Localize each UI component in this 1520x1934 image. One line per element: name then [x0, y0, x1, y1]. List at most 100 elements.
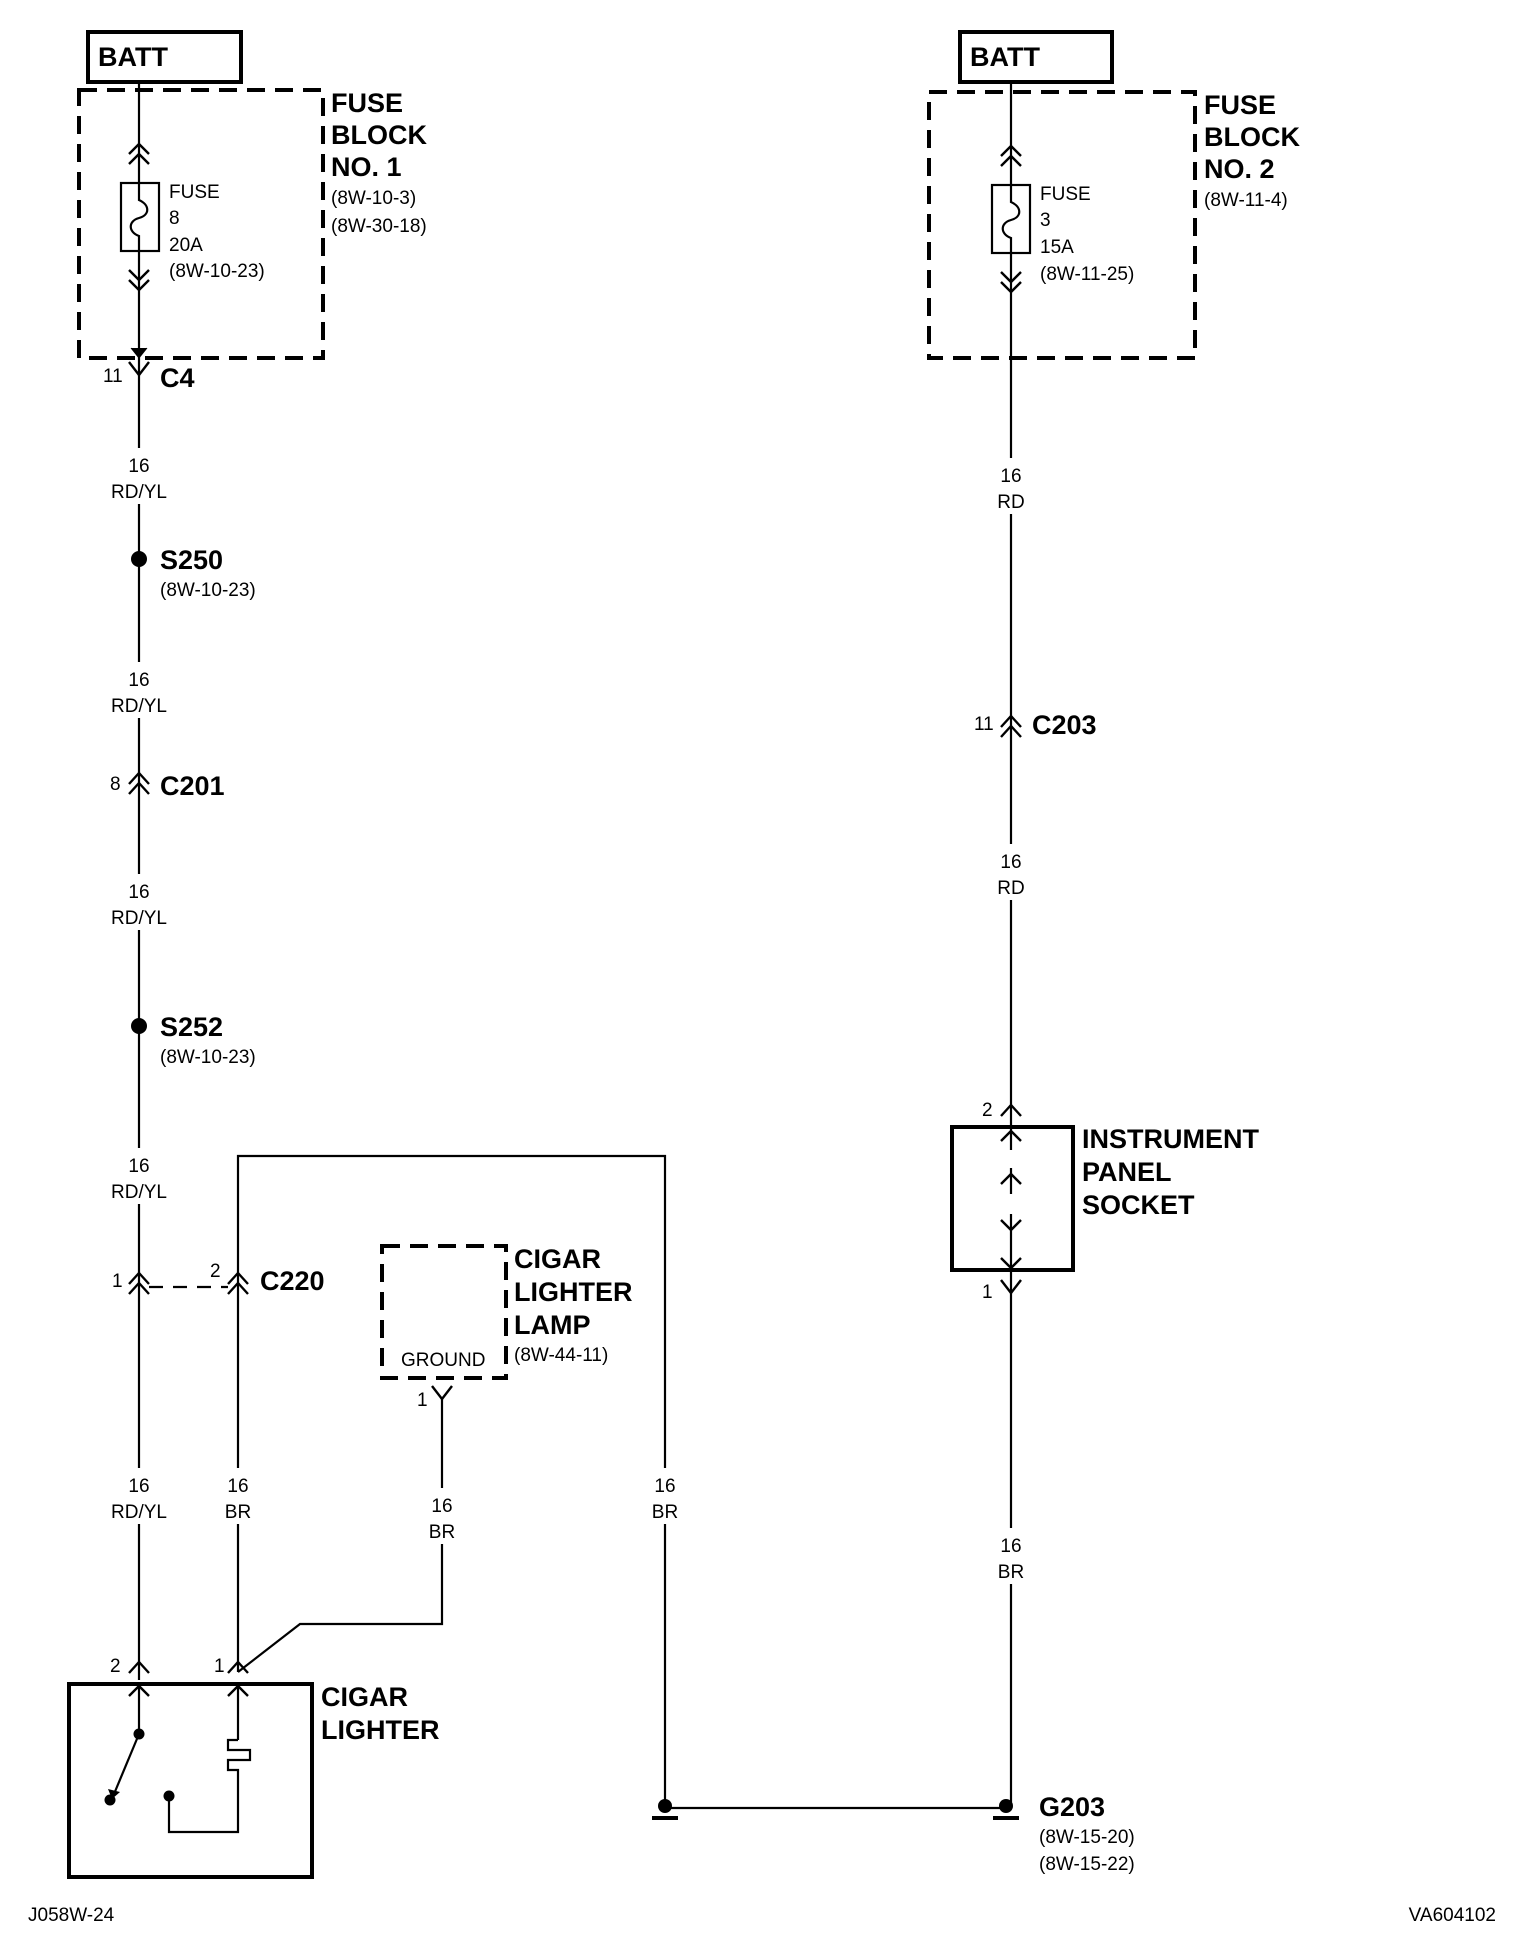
g203-ground-dot	[999, 1799, 1013, 1813]
cigar-lighter-title: CIGAR LIGHTER	[321, 1682, 440, 1745]
lamp-ground-wire	[237, 1399, 444, 1673]
socket-pin-bottom: 1	[982, 1282, 993, 1303]
fuse-8-label: FUSE 8 20A (8W-10-23)	[169, 182, 265, 282]
s252-splice-dot	[131, 1018, 147, 1034]
svg-text:16: 16	[1000, 1536, 1021, 1557]
svg-text:15A: 15A	[1040, 237, 1074, 258]
c201-connector-symbol	[128, 771, 150, 795]
svg-text:FUSE: FUSE	[1040, 184, 1091, 205]
svg-text:BR: BR	[225, 1502, 251, 1523]
svg-text:NO. 2: NO. 2	[1204, 154, 1275, 184]
svg-text:RD/YL: RD/YL	[111, 1502, 167, 1523]
svg-text:20A: 20A	[169, 235, 203, 256]
svg-text:16: 16	[1000, 466, 1021, 487]
wire-label-5: 16 RD/YL	[108, 1468, 170, 1524]
svg-text:LIGHTER: LIGHTER	[514, 1277, 633, 1307]
s250-label: S250	[160, 545, 223, 575]
ground-left-dot	[658, 1799, 672, 1813]
svg-text:3: 3	[1040, 210, 1051, 231]
c201-label: C201	[160, 771, 225, 801]
left-batt-box	[86, 30, 243, 84]
lighter-switch-arm	[112, 1733, 141, 1795]
wire-label-8: 16 BR	[639, 1468, 691, 1524]
svg-text:RD: RD	[997, 492, 1024, 513]
c220-pin1-symbol	[128, 1271, 150, 1295]
cigar-lighter-lamp-title: CIGAR LIGHTER LAMP (8W-44-11)	[514, 1244, 633, 1366]
wire-label-9: 16 RD	[985, 458, 1037, 514]
instrument-panel-socket-box	[950, 1125, 1075, 1272]
lighter-heating-element	[226, 1738, 252, 1776]
c203-label: C203	[1032, 710, 1097, 740]
svg-text:LAMP: LAMP	[514, 1310, 591, 1340]
right-batt-label: BATT	[970, 42, 1040, 72]
lighter-pin2-symbol	[128, 1660, 150, 1674]
svg-text:(8W-10-3): (8W-10-3)	[331, 188, 416, 209]
svg-text:16: 16	[128, 1156, 149, 1177]
svg-text:FUSE: FUSE	[1204, 90, 1276, 120]
wire-label-6: 16 BR	[212, 1468, 264, 1524]
socket-pin-top: 2	[982, 1100, 993, 1121]
lighter-switch-contact-left	[104, 1794, 116, 1806]
svg-text:BR: BR	[998, 1562, 1024, 1583]
svg-text:16: 16	[128, 882, 149, 903]
svg-text:FUSE: FUSE	[169, 182, 220, 203]
wire-label-11: 16 BR	[985, 1528, 1037, 1584]
svg-text:16: 16	[1000, 852, 1021, 873]
c220-pin-right: 2	[210, 1261, 221, 1282]
svg-text:BLOCK: BLOCK	[331, 120, 427, 150]
c203-connector-symbol	[1000, 714, 1022, 738]
lamp-pin: 1	[417, 1390, 428, 1411]
footer-right-code: VA604102	[1409, 1905, 1496, 1926]
svg-text:RD/YL: RD/YL	[111, 482, 167, 503]
svg-text:SOCKET: SOCKET	[1082, 1190, 1195, 1220]
c201-pin: 8	[110, 774, 121, 795]
cigar-lighter-box	[67, 1682, 314, 1879]
svg-text:RD/YL: RD/YL	[111, 1182, 167, 1203]
svg-text:RD/YL: RD/YL	[111, 908, 167, 929]
c4-label: C4	[160, 363, 195, 393]
svg-text:PANEL: PANEL	[1082, 1157, 1172, 1187]
svg-text:CIGAR: CIGAR	[514, 1244, 601, 1274]
fuse-3-label: FUSE 3 15A (8W-11-25)	[1040, 184, 1134, 285]
fuse-block-2-title: FUSE BLOCK NO. 2 (8W-11-4)	[1204, 90, 1300, 211]
fuse-block-2-box	[927, 90, 1197, 360]
g203-label: G203	[1039, 1792, 1105, 1822]
g203-ref-1: (8W-15-20)	[1039, 1827, 1135, 1848]
svg-text:16: 16	[128, 1476, 149, 1497]
socket-pin1-symbol	[1000, 1279, 1022, 1295]
lighter-pin-left: 2	[110, 1656, 121, 1677]
svg-text:8: 8	[169, 208, 180, 229]
svg-text:(8W-11-25): (8W-11-25)	[1040, 264, 1134, 285]
svg-text:16: 16	[128, 670, 149, 691]
svg-text:BR: BR	[652, 1502, 678, 1523]
lighter-pin-right: 1	[214, 1656, 225, 1677]
svg-text:16: 16	[654, 1476, 675, 1497]
svg-text:BLOCK: BLOCK	[1204, 122, 1300, 152]
svg-text:RD: RD	[997, 878, 1024, 899]
wire-label-4: 16 RD/YL	[108, 1148, 170, 1204]
svg-text:BR: BR	[429, 1522, 455, 1543]
s252-label: S252	[160, 1012, 223, 1042]
lighter-pin1-symbol	[227, 1660, 249, 1674]
svg-text:16: 16	[431, 1496, 452, 1517]
fuse-block-1-box	[77, 88, 325, 360]
c4-pin: 11	[103, 366, 123, 387]
svg-text:(8W-10-23): (8W-10-23)	[169, 261, 265, 282]
c220-pin-left: 1	[112, 1271, 123, 1292]
s250-ref: (8W-10-23)	[160, 580, 256, 601]
svg-text:16: 16	[227, 1476, 248, 1497]
socket-pin2-symbol	[1000, 1103, 1022, 1117]
svg-text:FUSE: FUSE	[331, 88, 403, 118]
wire-label-3: 16 RD/YL	[108, 874, 170, 930]
svg-text:(8W-30-18): (8W-30-18)	[331, 216, 427, 237]
right-batt-box	[958, 30, 1114, 84]
instrument-panel-socket-title: INSTRUMENT PANEL SOCKET	[1082, 1124, 1259, 1220]
wire-label-10: 16 RD	[985, 844, 1037, 900]
svg-text:16: 16	[128, 456, 149, 477]
fuse-3-element	[1001, 185, 1021, 253]
left-batt-label: BATT	[98, 42, 168, 72]
svg-text:CIGAR: CIGAR	[321, 1682, 408, 1712]
footer-left-code: J058W-24	[28, 1905, 115, 1926]
g203-ref-2: (8W-15-22)	[1039, 1854, 1135, 1875]
